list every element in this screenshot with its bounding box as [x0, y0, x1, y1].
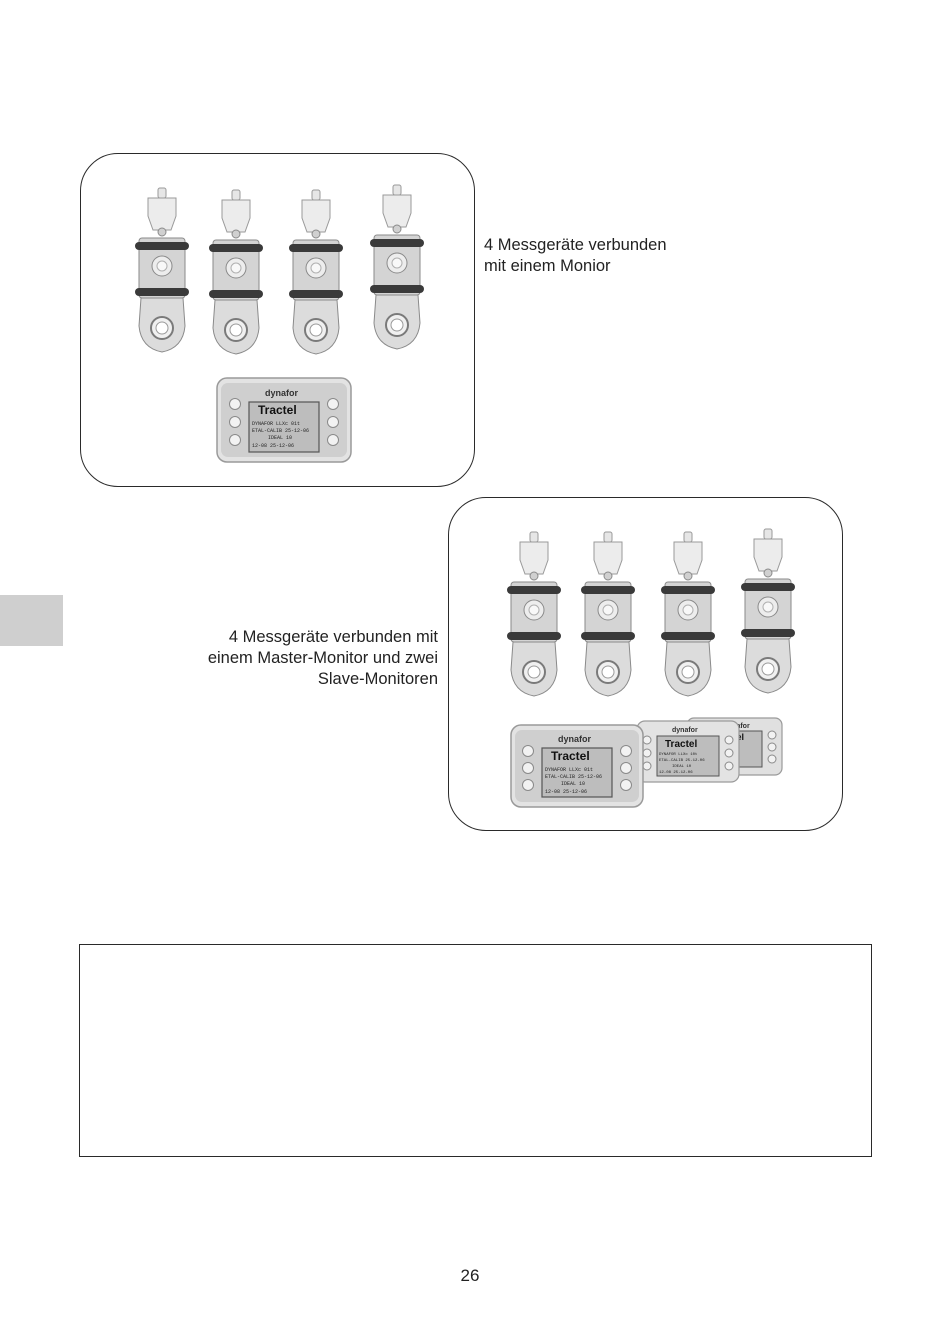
lcd-line: DYNAFOR LLXc 01t	[545, 767, 593, 773]
caption-line: einem Master-Monitor und zwei	[207, 649, 438, 667]
monitor-brand: dynafor	[672, 727, 698, 734]
load-sensor-icon	[657, 530, 719, 700]
load-sensor-icon	[577, 530, 639, 700]
master-monitor-icon: dynafor Tractel DYNAFOR LLXc 01t ETAL-CA…	[216, 377, 352, 463]
lcd-line: ETAL-CALIB 25-12-06	[545, 774, 602, 780]
load-sensor-icon	[205, 188, 267, 358]
monitor-brand: dynafor	[558, 734, 592, 744]
chapter-thumb-tab	[0, 595, 63, 646]
load-sensor-icon	[503, 530, 565, 700]
note-box	[79, 944, 872, 1157]
caption-line: 4 Messgeräte verbunden	[484, 236, 667, 254]
load-sensor-icon	[737, 527, 799, 697]
lcd-line: DYNAFOR LLXc 10t	[659, 753, 697, 757]
lcd-line: 12-08 25-12-06	[659, 771, 693, 775]
figure-2-caption: 4 Messgeräte verbunden mit einem Master-…	[150, 627, 438, 690]
caption-line: 4 Messgeräte verbunden mit	[228, 628, 438, 646]
lcd-line: ETAL-CALIB 25-12-06	[659, 759, 705, 763]
master-monitor-icon: dynafor Tractel DYNAFOR LLXc 01t ETAL-CA…	[510, 724, 644, 808]
load-sensor-icon	[131, 186, 193, 356]
lcd-line: 12-08 25-12-06	[545, 789, 587, 795]
lcd-line: IDEAL 10	[561, 781, 585, 787]
figure-1-caption: 4 Messgeräte verbunden mit einem Monior	[484, 235, 724, 277]
lcd-line: IDEAL 10	[672, 765, 692, 769]
caption-line: mit einem Monior	[484, 257, 611, 275]
lcd-line: IDEAL 10	[268, 435, 292, 441]
caption-line: Slave-Monitoren	[317, 670, 438, 688]
lcd-line: DYNAFOR LLXc 01t	[252, 421, 300, 427]
load-sensor-icon	[285, 188, 347, 358]
monitor-logo: Tractel	[665, 739, 697, 750]
monitor-brand: dynafor	[265, 388, 299, 398]
load-sensor-icon	[366, 183, 428, 353]
page-number: 26	[460, 1266, 480, 1285]
lcd-line: ETAL-CALIB 25-12-06	[252, 428, 309, 434]
monitor-logo: Tractel	[258, 403, 297, 417]
monitor-logo: Tractel	[551, 749, 590, 763]
lcd-line: 12-08 25-12-06	[252, 443, 294, 449]
slave-monitor-icon: dynafor Tractel DYNAFOR LLXc 10t ETAL-CA…	[636, 720, 740, 783]
